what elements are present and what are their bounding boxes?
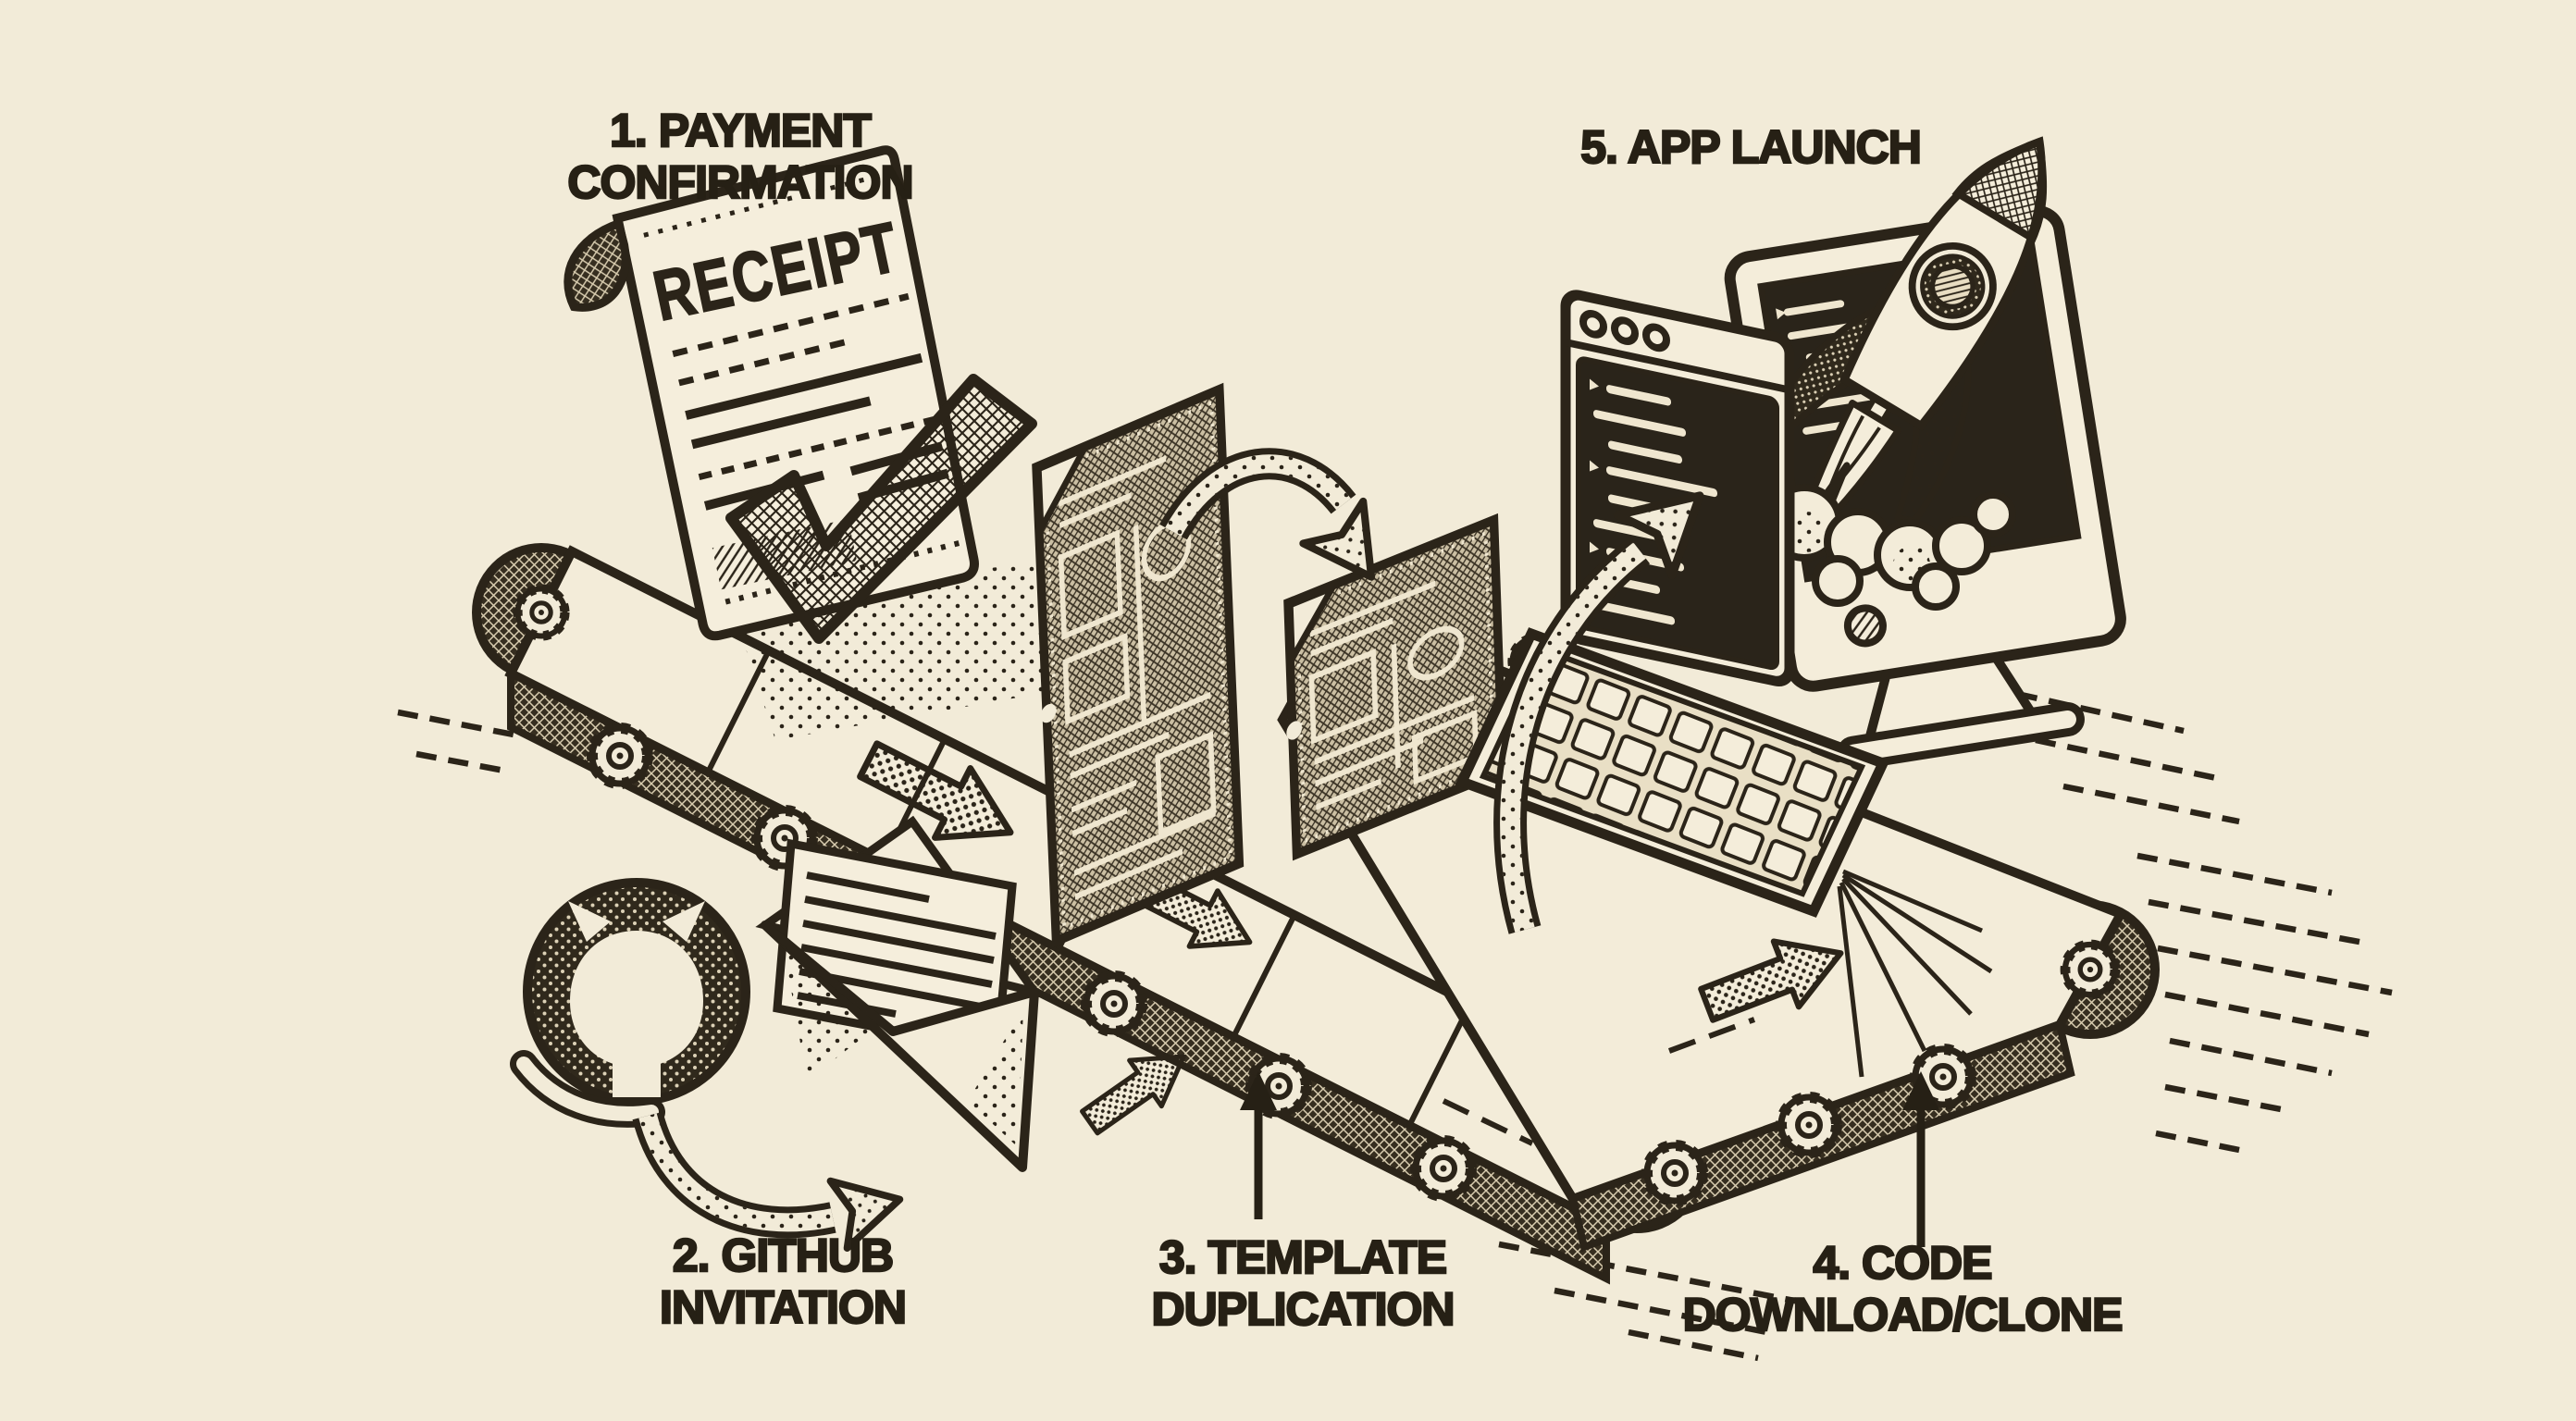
template-card-2-icon bbox=[1283, 513, 1507, 861]
keyboard-icon bbox=[1455, 627, 1890, 918]
invitation-arrow-icon bbox=[632, 1111, 908, 1248]
step-4-label-line1: 4. CODE bbox=[1813, 1237, 1991, 1289]
step-4-label-line2: DOWNLOAD/CLONE bbox=[1683, 1289, 2123, 1341]
launch-arrow-icon bbox=[1493, 465, 1727, 934]
card-fold-corner bbox=[1286, 580, 1341, 672]
step-5-label: 5. APP LAUNCH bbox=[1580, 121, 1921, 173]
envelope-icon bbox=[755, 815, 1045, 1172]
receipt-curl bbox=[564, 217, 630, 312]
card-wireframe bbox=[1308, 580, 1480, 810]
smoke-shading bbox=[1786, 512, 1930, 583]
card-fold-corner bbox=[1034, 441, 1092, 542]
belt-corner-fan bbox=[1837, 869, 1993, 1078]
github-octocat-icon bbox=[510, 878, 750, 1128]
rocket-nose-cone bbox=[1951, 136, 2048, 244]
copy-arrow-icon bbox=[1159, 448, 1402, 598]
step-2-label-line2: INVITATION bbox=[660, 1281, 906, 1333]
callout-arrow-step4 bbox=[1902, 1071, 1939, 1247]
step-1-label-line2: CONFIRMATION bbox=[567, 156, 912, 208]
step-2-label-line1: 2. GITHUB bbox=[673, 1229, 893, 1281]
terminal-window-icon bbox=[1560, 290, 1795, 687]
terminal-code-lines bbox=[1590, 378, 1717, 625]
checkmark-icon bbox=[725, 374, 1037, 644]
step-3-label-line1: 3. TEMPLATE bbox=[1159, 1231, 1446, 1283]
monitor-logo-icon bbox=[1843, 604, 1887, 648]
step-1-label-line1: 1. PAYMENT bbox=[610, 105, 871, 156]
window-control-dots-icon bbox=[1579, 310, 1670, 352]
callout-arrow-step3 bbox=[1240, 1071, 1277, 1219]
step-labels: 1. PAYMENT CONFIRMATION 5. APP LAUNCH 2.… bbox=[566, 104, 2124, 1341]
step-3-label-line2: DUPLICATION bbox=[1152, 1283, 1455, 1335]
